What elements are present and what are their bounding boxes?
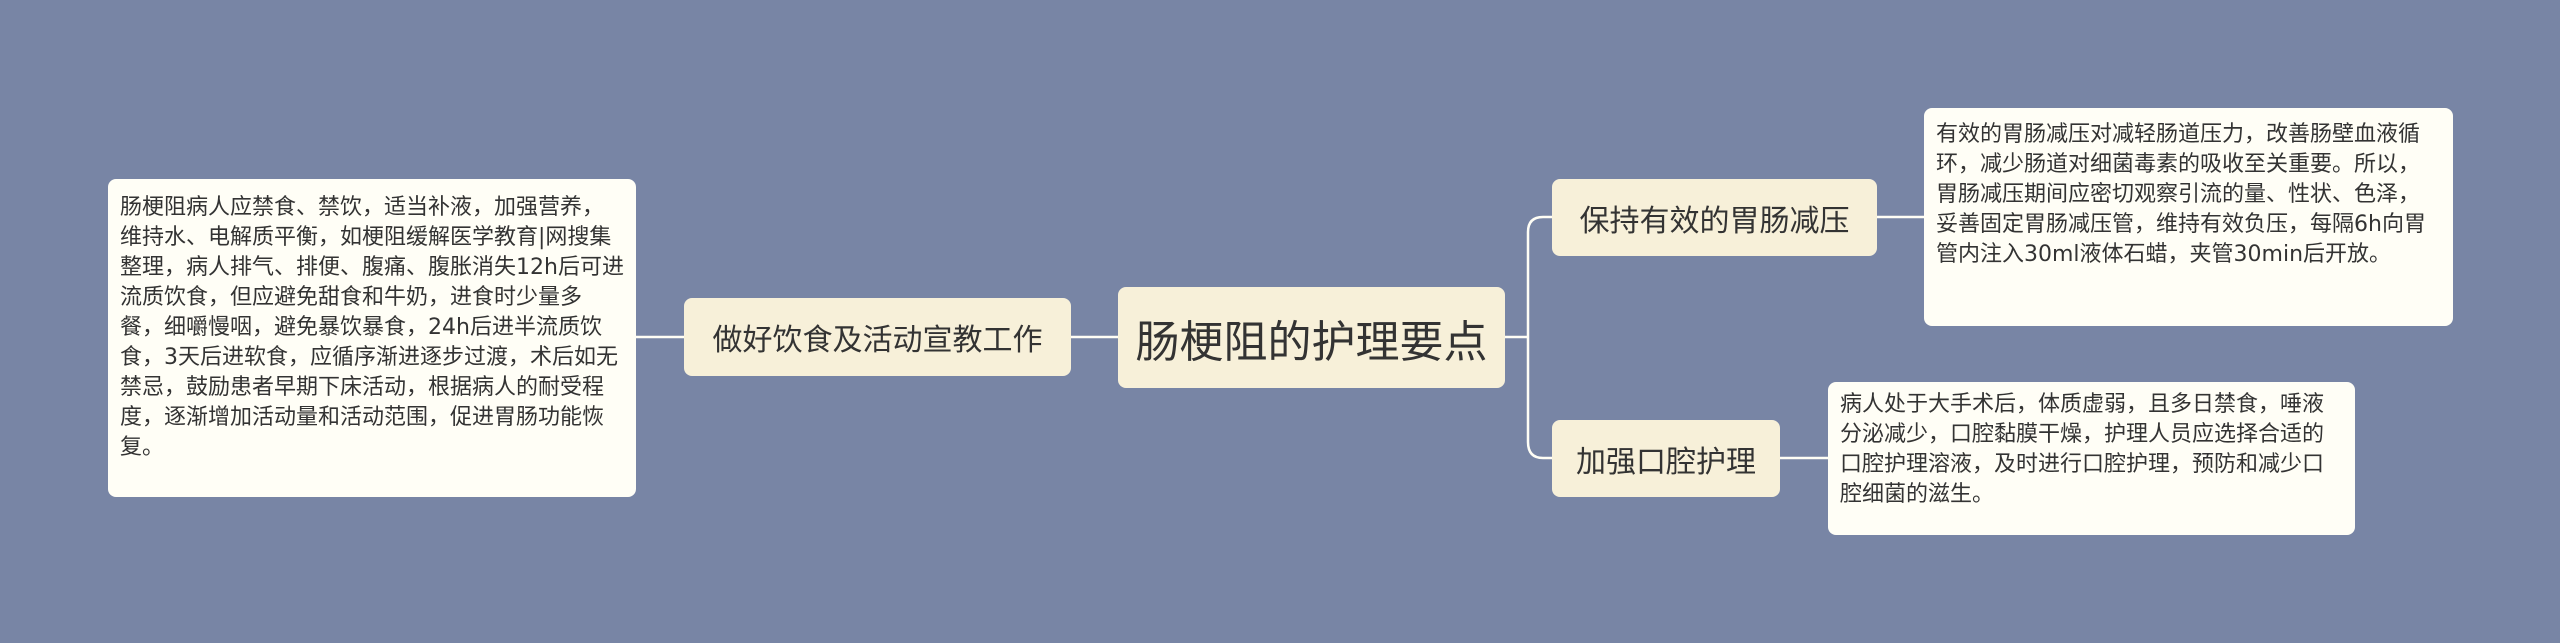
branch-gastric-decompression[interactable]: 保持有效的胃肠减压 — [1552, 179, 1877, 256]
center-topic[interactable]: 肠梗阻的护理要点 — [1118, 287, 1505, 388]
branch-oral-care[interactable]: 加强口腔护理 — [1552, 420, 1780, 497]
leaf-diet-activity-detail[interactable]: 肠梗阻病人应禁食、禁饮，适当补液，加强营养，维持水、电解质平衡，如梗阻缓解医学教… — [108, 179, 636, 497]
leaf-gastric-decompression-detail[interactable]: 有效的胃肠减压对减轻肠道压力，改善肠壁血液循环，减少肠道对细菌毒素的吸收至关重要… — [1924, 108, 2453, 326]
connector-center-to-right — [1503, 215, 1554, 460]
branch-diet-activity[interactable]: 做好饮食及活动宣教工作 — [684, 298, 1071, 376]
leaf-oral-care-detail[interactable]: 病人处于大手术后，体质虚弱，且多日禁食，唾液分泌减少，口腔黏膜干燥，护理人员应选… — [1828, 382, 2355, 535]
